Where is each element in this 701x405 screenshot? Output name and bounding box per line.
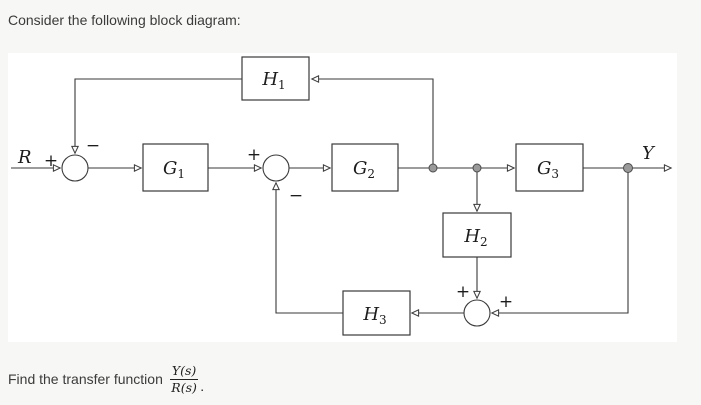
block-g2 xyxy=(331,143,399,192)
wire-h3-to-sum2 xyxy=(272,181,343,314)
block-g1 xyxy=(142,143,209,192)
block-diagram-canvas: H1 G1 G2 G3 H2 H3 R Y + − + − + + xyxy=(11,56,673,336)
block-g2-label: G2 xyxy=(353,158,375,181)
summing-junction-3 xyxy=(463,299,491,327)
sum2-plus-sign: + xyxy=(247,145,261,165)
summing-junction-2 xyxy=(262,154,290,182)
summing-junction-1 xyxy=(61,154,89,182)
block-g1-label: G1 xyxy=(163,158,185,181)
fraction-numerator: Y(s) xyxy=(169,363,199,380)
wire-takeoff-to-h1 xyxy=(310,75,434,168)
input-label-r: R xyxy=(17,147,32,168)
output-label-y: Y xyxy=(642,143,656,164)
question-suffix: . xyxy=(200,378,205,394)
block-h2-label: H2 xyxy=(463,226,487,249)
block-h3 xyxy=(342,290,411,336)
sum3-plus-top-sign: + xyxy=(456,282,470,302)
block-g3 xyxy=(515,143,584,192)
takeoff-dot-h2 xyxy=(472,163,482,173)
prompt-text: Consider the following block diagram: xyxy=(8,12,241,28)
fraction-denominator: R(s) xyxy=(171,379,197,395)
wire-output-feedback-to-sum3 xyxy=(490,168,629,317)
block-h3-label: H3 xyxy=(362,304,386,327)
sum1-plus-sign: + xyxy=(44,151,58,171)
sum2-minus-sign: − xyxy=(289,186,303,206)
block-diagram-panel: H1 G1 G2 G3 H2 H3 R Y + − + − + + xyxy=(8,53,677,342)
question-prefix: Find the transfer function xyxy=(8,371,163,387)
takeoff-dot-output xyxy=(623,163,633,173)
wire-h1-to-sum1 xyxy=(71,78,242,155)
question-text: Find the transfer function Y(s) R(s) . xyxy=(8,364,204,394)
block-h2 xyxy=(442,212,512,258)
sum1-minus-sign: − xyxy=(86,136,100,156)
transfer-function-fraction: Y(s) R(s) xyxy=(169,363,199,395)
takeoff-dot-h1 xyxy=(428,163,438,173)
sum3-plus-right-sign: + xyxy=(499,292,513,312)
block-g3-label: G3 xyxy=(537,158,559,181)
block-h1-label: H1 xyxy=(261,69,285,92)
block-h1 xyxy=(241,56,310,101)
